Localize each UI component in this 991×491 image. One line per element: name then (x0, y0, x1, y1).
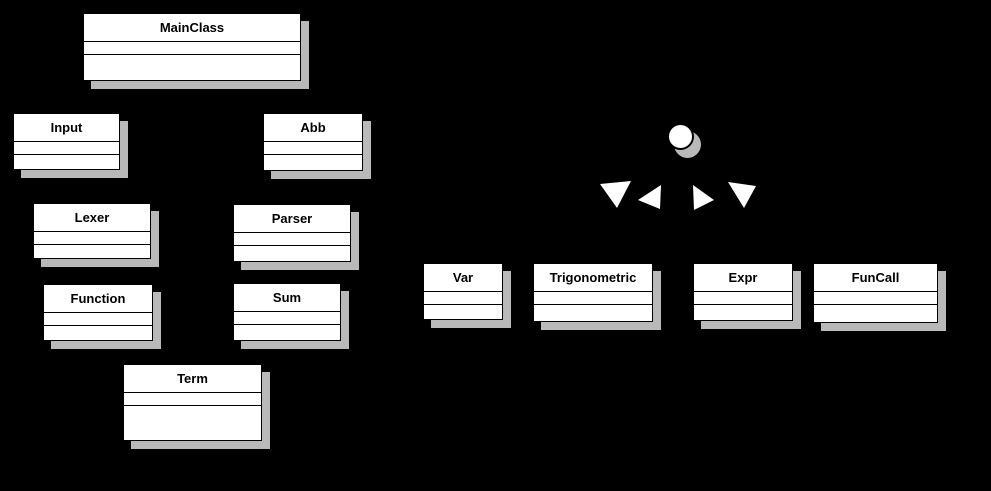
operations-compartment (424, 304, 502, 319)
class-name: Var (452, 270, 474, 285)
class-box-expr: Expr (693, 263, 793, 321)
generalization-arrowhead-icon (693, 185, 714, 210)
generalization-arrowhead-icon (600, 181, 631, 208)
interface-lollipop-circle (667, 123, 694, 150)
class-box-mainclass: MainClass (83, 13, 301, 81)
attributes-compartment (84, 41, 300, 54)
attributes-compartment (124, 392, 261, 405)
operations-compartment (234, 324, 340, 340)
operations-compartment (234, 245, 350, 261)
generalization-arrowhead-icon (728, 182, 756, 208)
class-name: FunCall (851, 270, 900, 285)
attributes-compartment (694, 291, 792, 304)
class-box-sum: Sum (233, 283, 341, 341)
attributes-compartment (34, 231, 150, 244)
class-name: Sum (272, 290, 302, 305)
operations-compartment (814, 304, 937, 322)
class-box-parser: Parser (233, 204, 351, 262)
class-box-lexer: Lexer (33, 203, 151, 259)
operations-compartment (34, 244, 150, 258)
class-box-funcall: FunCall (813, 263, 938, 323)
generalization-arrowhead-icon (638, 185, 661, 209)
class-name: Lexer (74, 210, 110, 225)
class-box-input: Input (13, 113, 120, 170)
class-name: MainClass (159, 20, 225, 35)
attributes-compartment (264, 141, 362, 154)
operations-compartment (14, 154, 119, 169)
class-box-function: Function (43, 284, 153, 341)
operations-compartment (44, 325, 152, 340)
attributes-compartment (234, 232, 350, 245)
class-name: Function (70, 291, 126, 306)
class-name: Abb (300, 120, 326, 135)
attributes-compartment (534, 291, 652, 304)
operations-compartment (264, 154, 362, 170)
class-box-var: Var (423, 263, 503, 320)
class-name: Expr (728, 270, 758, 285)
class-name: Trigonometric (549, 270, 637, 285)
class-name: Parser (271, 211, 313, 226)
class-box-term: Term (123, 364, 262, 441)
class-box-abb: Abb (263, 113, 363, 171)
operations-compartment (534, 304, 652, 321)
class-box-trigonometric: Trigonometric (533, 263, 653, 322)
attributes-compartment (424, 291, 502, 304)
attributes-compartment (44, 312, 152, 325)
operations-compartment (124, 405, 261, 440)
class-name: Input (50, 120, 83, 135)
operations-compartment (84, 54, 300, 80)
attributes-compartment (14, 141, 119, 154)
attributes-compartment (814, 291, 937, 304)
attributes-compartment (234, 311, 340, 324)
class-name: Term (177, 371, 208, 386)
operations-compartment (694, 304, 792, 320)
